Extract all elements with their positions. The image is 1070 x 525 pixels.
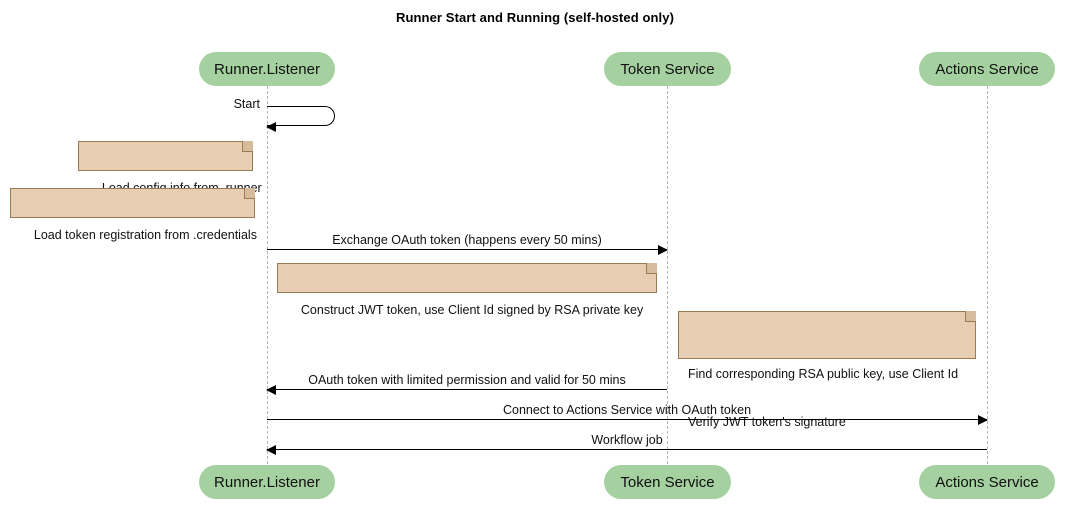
note-text-line-2: Verify JWT token's signature bbox=[688, 415, 846, 429]
note-construct-jwt-token: Construct JWT token, use Client Id signe… bbox=[277, 263, 657, 317]
participant-label: Runner.Listener bbox=[214, 60, 320, 78]
note-text-line-1: Find corresponding RSA public key, use C… bbox=[688, 367, 959, 381]
message-workflow-job[interactable]: Workflow job bbox=[266, 433, 987, 455]
message-line bbox=[267, 449, 987, 450]
participant-token-service[interactable]: Token Service bbox=[604, 52, 731, 86]
message-exchange-oauth-token[interactable]: Exchange OAuth token (happens every 50 m… bbox=[267, 233, 668, 255]
note-fold-icon bbox=[244, 188, 255, 199]
arrowhead-icon bbox=[658, 244, 668, 255]
arrowhead-icon bbox=[266, 121, 276, 132]
message-label: OAuth token with limited permission and … bbox=[308, 373, 626, 387]
note-load-token-registration: Load token registration from .credential… bbox=[10, 188, 257, 242]
participant-actions-service-bottom[interactable]: Actions Service bbox=[919, 465, 1055, 499]
note-fold-icon bbox=[242, 141, 253, 152]
participant-token-service-bottom[interactable]: Token Service bbox=[604, 465, 731, 499]
lifeline-actions bbox=[987, 86, 988, 464]
note-verify-jwt-signature: Find corresponding RSA public key, use C… bbox=[678, 311, 976, 429]
message-label: Connect to Actions Service with OAuth to… bbox=[502, 403, 752, 417]
lifeline-token bbox=[667, 86, 668, 464]
participant-runner-listener[interactable]: Runner.Listener bbox=[199, 52, 335, 86]
participant-label: Token Service bbox=[620, 473, 715, 491]
participant-label: Runner.Listener bbox=[214, 473, 320, 491]
arrowhead-icon bbox=[266, 444, 276, 455]
note-fold-icon bbox=[965, 311, 976, 322]
participant-label: Actions Service bbox=[935, 473, 1039, 491]
message-label: Exchange OAuth token (happens every 50 m… bbox=[332, 233, 602, 247]
self-message-label: Start bbox=[233, 97, 260, 111]
participant-runner-listener-bottom[interactable]: Runner.Listener bbox=[199, 465, 335, 499]
note-load-config: Load config info from .runner bbox=[78, 141, 262, 195]
message-line bbox=[267, 389, 667, 390]
participant-label: Actions Service bbox=[935, 60, 1039, 78]
note-fold-icon bbox=[646, 263, 657, 274]
note-text: Load token registration from .credential… bbox=[33, 228, 257, 242]
message-oauth-token-limited-permission[interactable]: OAuth token with limited permission and … bbox=[266, 373, 667, 395]
message-line bbox=[267, 419, 987, 420]
participant-label: Token Service bbox=[620, 60, 715, 78]
note-text: Construct JWT token, use Client Id signe… bbox=[300, 303, 644, 317]
message-label: Workflow job bbox=[591, 433, 663, 447]
self-message-loop bbox=[267, 106, 335, 126]
arrowhead-icon bbox=[978, 414, 988, 425]
message-line bbox=[267, 249, 667, 250]
lifeline-runner bbox=[267, 86, 268, 464]
arrowhead-icon bbox=[266, 384, 276, 395]
participant-actions-service[interactable]: Actions Service bbox=[919, 52, 1055, 86]
self-message-start[interactable]: Start bbox=[234, 97, 335, 132]
diagram-title: Runner Start and Running (self-hosted on… bbox=[395, 10, 675, 25]
message-connect-to-actions-service[interactable]: Connect to Actions Service with OAuth to… bbox=[267, 403, 988, 425]
